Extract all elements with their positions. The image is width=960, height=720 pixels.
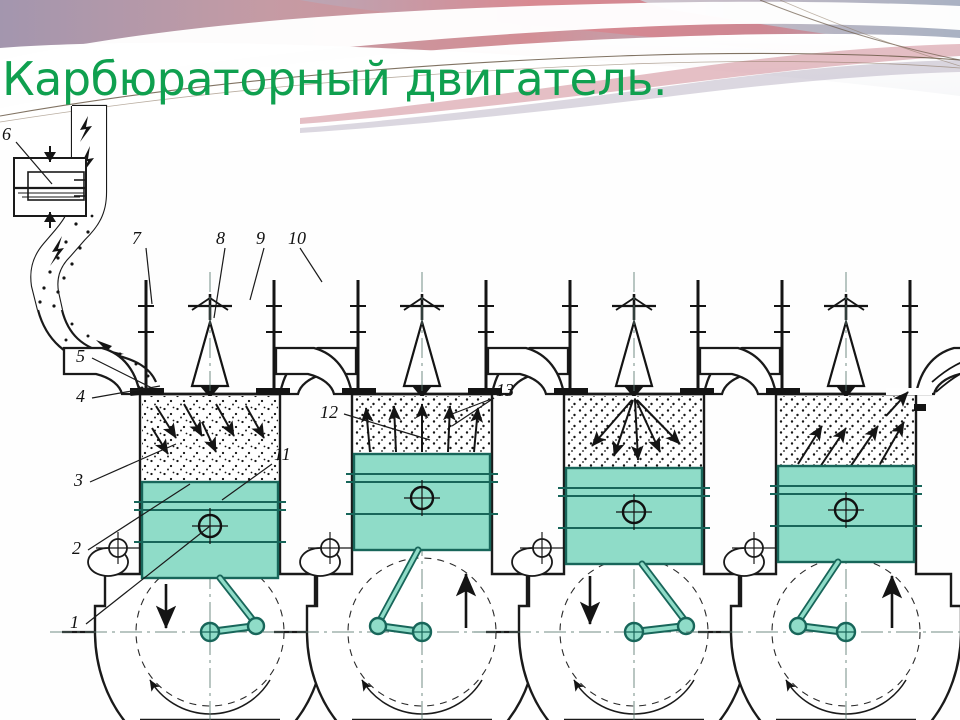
callout-1: 1 — [70, 612, 79, 632]
page-title: Карбюраторный двигатель. — [2, 52, 667, 106]
callout-6: 6 — [2, 124, 11, 144]
connecting-rod-crank — [199, 574, 266, 643]
callout-leaders — [15, 141, 495, 625]
callout-8: 8 — [216, 228, 225, 248]
connecting-rod-crank — [368, 546, 433, 643]
callout-3: 3 — [73, 470, 83, 490]
callout-2: 2 — [72, 538, 81, 558]
callout-10: 10 — [288, 228, 306, 248]
callout-12: 12 — [320, 402, 338, 422]
burning-gas-region — [566, 396, 702, 468]
callout-7: 7 — [132, 228, 142, 248]
carburettor-assembly — [13, 104, 108, 311]
callout-4: 4 — [76, 386, 85, 406]
callout-11: 11 — [274, 444, 291, 464]
engine-cycle-diagram: а) — [0, 96, 960, 720]
connecting-rod-crank — [623, 560, 696, 643]
callout-numbers: 6 7 8 9 10 5 4 3 2 1 11 12 13 — [2, 124, 514, 632]
panel-intake: а) — [50, 272, 370, 720]
panel-power: в) — [474, 272, 794, 720]
connecting-rod-crank — [788, 558, 857, 643]
callout-5: 5 — [76, 346, 85, 366]
callout-13: 13 — [496, 380, 514, 400]
ribbon-band-blue — [640, 0, 960, 52]
hairline-curve-3 — [759, 0, 960, 61]
panel-compression: б) — [262, 272, 582, 720]
panel-exhaust: г) — [686, 272, 960, 720]
callout-9: 9 — [256, 228, 265, 248]
